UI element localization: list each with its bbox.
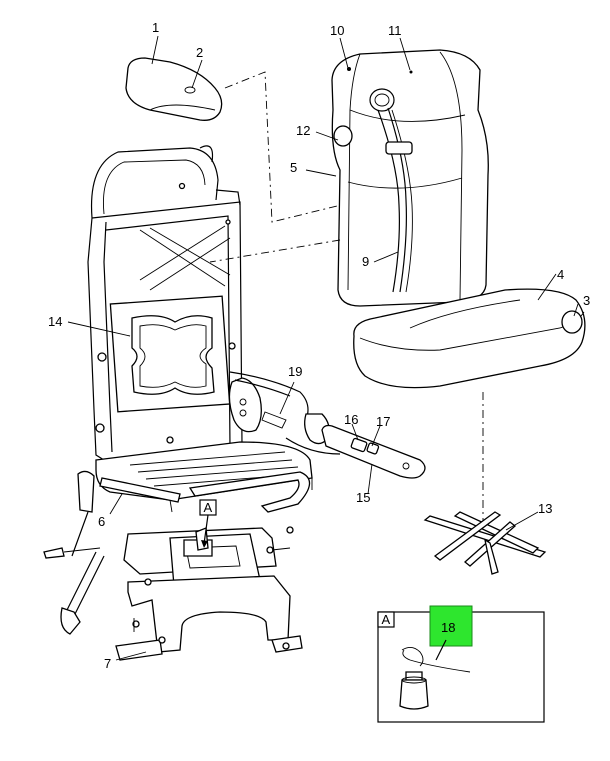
callout-12: 12	[296, 123, 310, 138]
side-strut[interactable]	[43, 470, 105, 635]
callout-15: 15	[356, 490, 370, 505]
callout-2: 2	[196, 45, 203, 60]
callout-6: 6	[98, 514, 105, 529]
seat-cushion[interactable]	[353, 288, 586, 389]
callout-18: 18	[441, 620, 455, 635]
leader-lines	[67, 35, 579, 661]
callout-4: 4	[557, 267, 564, 282]
callout-16: 16	[344, 412, 358, 427]
callout-1: 1	[152, 20, 159, 35]
callout-14: 14	[48, 314, 62, 329]
callout-17: 17	[376, 414, 390, 429]
callout-19: 19	[288, 364, 302, 379]
air-control-assembly[interactable]	[229, 371, 426, 479]
detail-inset-label: A	[382, 612, 391, 627]
part-18-highlight[interactable]	[429, 605, 473, 647]
backrest-cushion[interactable]	[331, 49, 489, 307]
detail-a-inset: A	[377, 605, 545, 723]
callout-numbers: 1 2 3 4 5 6 7 9 10 11 12 13 14 15 16 17 …	[48, 20, 590, 671]
detail-a-leader	[203, 514, 209, 545]
detail-a-marker-label: A	[204, 500, 213, 515]
callout-13: 13	[538, 501, 552, 516]
callout-5: 5	[290, 160, 297, 175]
callout-11: 11	[388, 23, 402, 38]
seat-base-pan[interactable]	[95, 436, 313, 513]
leader-dash-1	[224, 71, 346, 223]
callout-10: 10	[330, 23, 344, 38]
callout-9: 9	[362, 254, 369, 269]
detail-a-arrowhead	[201, 540, 208, 548]
leader-dash-2	[209, 239, 341, 263]
suspension-straps[interactable]	[423, 511, 547, 575]
callout-7: 7	[104, 656, 111, 671]
seat-pedestal[interactable]	[115, 526, 303, 661]
seat-frame[interactable]	[87, 145, 262, 461]
armrest-pad[interactable]	[125, 57, 223, 121]
callout-3: 3	[583, 293, 590, 308]
